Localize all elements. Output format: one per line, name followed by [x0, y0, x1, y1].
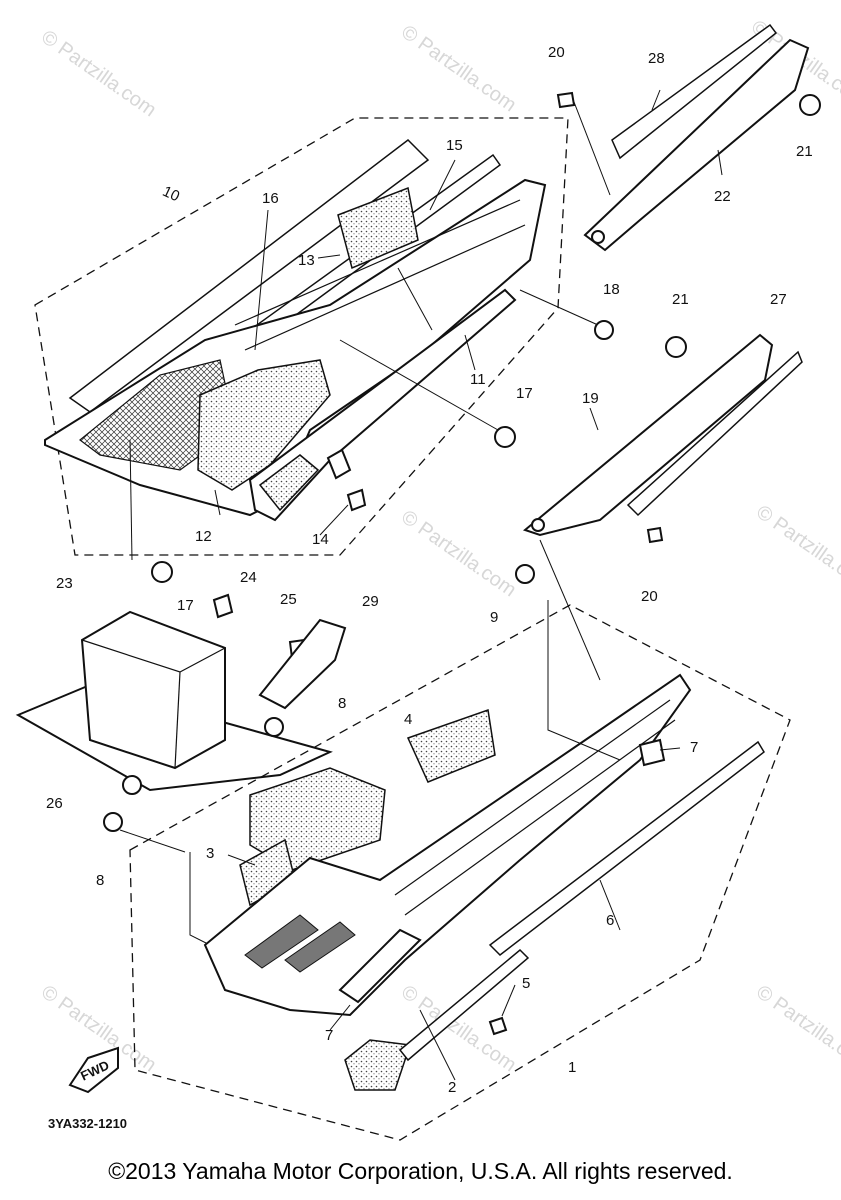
trim-2 — [398, 948, 530, 1062]
callout-16: 16 — [262, 190, 279, 207]
callout-3: 3 — [206, 845, 214, 862]
watermark-text: © Partzilla.com — [752, 501, 841, 596]
callout-6: 6 — [606, 912, 614, 929]
callout-10: 10 — [160, 183, 182, 205]
cover-29 — [258, 618, 347, 710]
callout-21b: 21 — [672, 291, 689, 308]
callout-17a: 17 — [516, 385, 533, 402]
rail-cover-22 — [583, 38, 810, 252]
callout-2: 2 — [448, 1079, 456, 1096]
model-badge — [338, 928, 422, 1004]
callout-4: 4 — [404, 711, 412, 728]
grommet-8b — [103, 812, 123, 832]
assembly-10-outline — [34, 117, 569, 556]
callout-27: 27 — [770, 291, 787, 308]
callout-15: 15 — [446, 137, 463, 154]
watermark-text: © Partzilla.com — [397, 21, 520, 116]
clip-7 — [638, 738, 666, 767]
bolt-hole-22 — [591, 230, 605, 244]
vent-slot-a — [244, 914, 319, 969]
damper-pad-13 — [337, 186, 419, 270]
callout-12: 12 — [195, 528, 212, 545]
callout-7a: 7 — [690, 739, 698, 756]
callout-29: 29 — [362, 593, 379, 610]
grommet-18 — [594, 320, 614, 340]
callout-14: 14 — [312, 531, 329, 548]
damper-strip-2 — [344, 1039, 412, 1091]
callout-11: 11 — [470, 371, 486, 388]
watermark-text: © Partzilla.com — [37, 26, 160, 121]
watermark-text: © Partzilla.com — [752, 981, 841, 1076]
callout-26: 26 — [46, 795, 63, 812]
clip-14a — [326, 448, 352, 480]
callout-8b: 8 — [96, 872, 104, 889]
battery-box-23 — [80, 610, 226, 770]
callout-23: 23 — [56, 575, 73, 592]
damper-26 — [122, 775, 142, 795]
clip-14b — [346, 488, 367, 512]
fwd-arrow — [68, 1046, 119, 1094]
side-cover-lower — [203, 673, 692, 1017]
callout-1: 1 — [568, 1059, 576, 1076]
grommet-17b — [151, 561, 173, 583]
grommet-21b — [665, 336, 687, 358]
grommet-21a — [799, 94, 821, 116]
clip-5 — [488, 1016, 508, 1036]
diagram-code: 3YA332-1210 — [48, 1116, 127, 1131]
emblem-strip-16 — [68, 139, 430, 413]
callout-21a: 21 — [796, 143, 813, 160]
callout-28: 28 — [648, 50, 665, 67]
callout-5: 5 — [522, 975, 530, 992]
emblem-strip-6 — [488, 740, 765, 956]
callout-20a: 20 — [548, 44, 565, 61]
callout-19: 19 — [582, 390, 599, 407]
callout-25: 25 — [280, 591, 297, 608]
grommet-8a — [264, 717, 284, 737]
grommet-9 — [515, 564, 535, 584]
damper-pad-4 — [406, 708, 496, 783]
callout-24: 24 — [240, 569, 257, 586]
bolt-hole-19 — [531, 518, 545, 532]
callout-8a: 8 — [338, 695, 346, 712]
callout-20b: 20 — [641, 588, 658, 605]
damper-pad-12 — [197, 359, 331, 491]
damper-strip-11 — [258, 454, 320, 512]
callout-18: 18 — [603, 281, 620, 298]
callout-9: 9 — [490, 609, 498, 626]
callout-22: 22 — [714, 188, 731, 205]
clip-24 — [212, 593, 234, 619]
screw-20a — [556, 91, 576, 109]
emblem-strip-27 — [626, 350, 803, 517]
copyright-notice: ©2013 Yamaha Motor Corporation, U.S.A. A… — [108, 1158, 733, 1184]
assembly-1-outline — [129, 604, 791, 1141]
rail-cover-19 — [522, 333, 774, 537]
callout-17b: 17 — [177, 597, 194, 614]
vent-slot-b — [284, 921, 356, 973]
watermark-text: © Partzilla.com — [397, 506, 520, 601]
callout-13: 13 — [298, 252, 315, 269]
emblem-strip-28 — [611, 23, 778, 160]
callout-7b: 7 — [325, 1027, 333, 1044]
screw-20b — [646, 526, 664, 544]
grommet-17 — [494, 426, 516, 448]
